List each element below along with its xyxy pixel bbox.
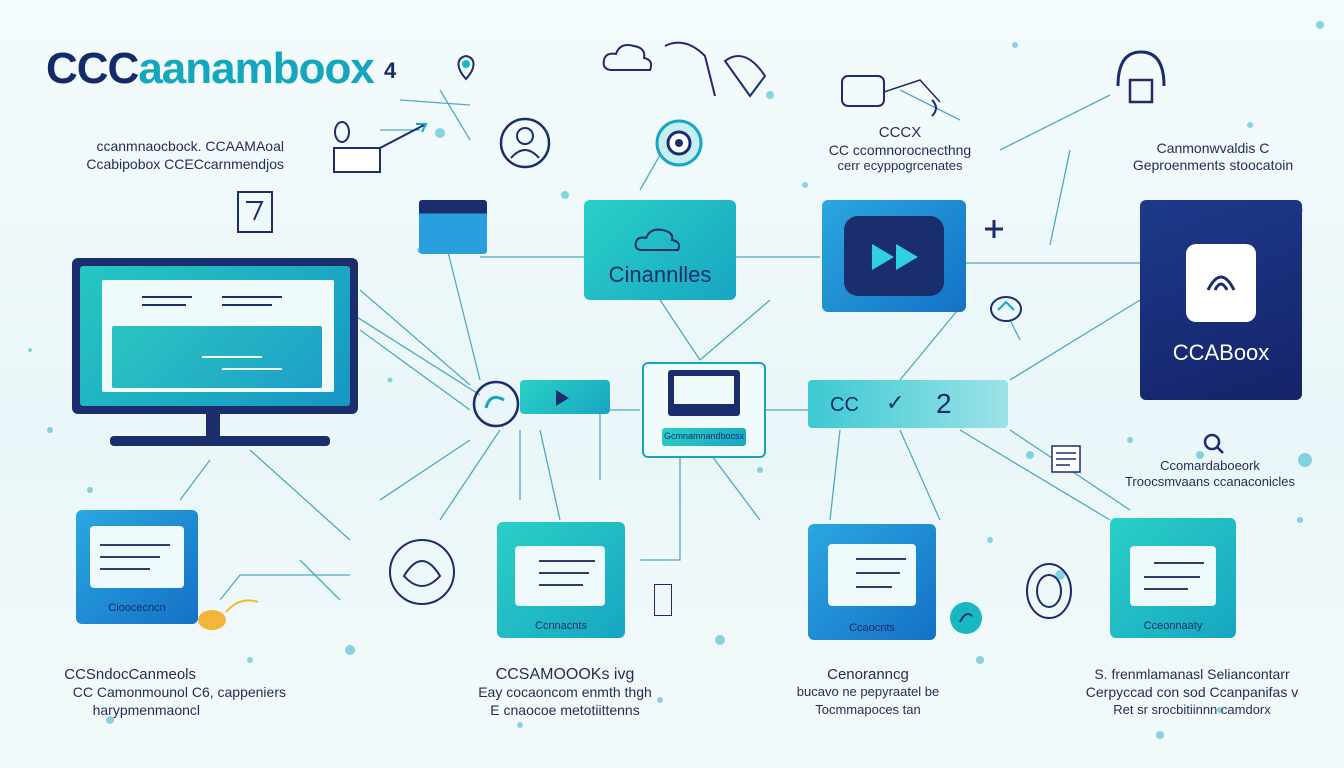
top-left-line1: ccanmnaocbock. CCAAMAoal <box>96 138 284 154</box>
monitor-screen <box>80 266 350 406</box>
card-1-label: Cioocecncn <box>108 602 166 614</box>
search-icon <box>1203 433 1224 454</box>
card-4-label: Cceonnaaty <box>1143 620 1203 632</box>
fingerprint-icon <box>1026 563 1072 619</box>
document-send-icon <box>333 121 428 173</box>
title-accent: aanamboox <box>138 44 375 93</box>
globe-hand-icon <box>389 539 455 605</box>
title-main: CCC <box>46 44 139 93</box>
card-1[interactable]: Cioocecncn <box>76 510 198 624</box>
bottom2-line2: Eay cocaoncom enmth thgh <box>478 684 652 700</box>
top-left-line2: Ccabipobox CCECcarnmendjos <box>86 156 284 172</box>
dashboard-chart <box>112 326 322 388</box>
bottom1-line1: CCSndocCanmeols <box>64 666 196 683</box>
card-icon <box>419 200 487 254</box>
bottom3-line3: Tocmmapoces tan <box>815 702 921 717</box>
card-3-screen <box>828 544 916 606</box>
card-2[interactable]: Ccnnacnts <box>497 522 625 638</box>
server-icon <box>654 584 672 616</box>
top-right-line1: Canmonwvaldis C <box>1156 140 1270 156</box>
media-box <box>822 200 966 312</box>
app-tile <box>1186 244 1256 322</box>
monitor-base <box>110 436 330 446</box>
tablet-button[interactable]: Gcmnamnandbocsx <box>662 428 746 446</box>
bottom3-line2: bucavo ne pepyraatel be <box>796 684 940 699</box>
bottom4-line3: Ret sr srocbitiinnn camdorx <box>1113 702 1271 717</box>
top-middle-line2: CC ccomnorocnecthng <box>828 142 972 158</box>
card-4-screen <box>1130 546 1216 606</box>
hand-wave-icon <box>664 41 767 98</box>
bottom3-line1: Cenoranncg <box>827 666 909 683</box>
wifi-icon <box>1206 275 1236 291</box>
cloud-box-label: Cinannlles <box>608 262 712 287</box>
user-profile-icon <box>499 117 551 169</box>
bottom4-line2: Cerpyccad con sod Ccanpanifas v <box>1085 684 1299 700</box>
card-2-label: Ccnnacnts <box>535 620 587 632</box>
brand-box-label: CCABoox <box>1172 340 1270 365</box>
bottom2-line3: E cnaocoe metotiittenns <box>490 702 640 718</box>
desktop-monitor <box>72 258 358 414</box>
refresh-circle-icon[interactable] <box>470 378 522 430</box>
right-mid-line2: Troocsmvaans ccanaconicles <box>1124 474 1296 489</box>
card-3[interactable]: Ccaocnts <box>808 524 936 640</box>
brand-box: CCABoox <box>1140 200 1302 400</box>
cloud-icon <box>602 44 653 71</box>
lock-icon <box>1116 50 1166 104</box>
bottom4-line1: S. frenmlamanasl Seliancontarr <box>1094 666 1290 682</box>
top-middle-line1: CCCX <box>878 124 922 141</box>
forward-icon-frame <box>844 216 944 296</box>
lightbulb-icon <box>198 599 259 630</box>
play-icon <box>556 390 569 406</box>
notes-icon <box>1051 445 1081 473</box>
play-pill[interactable] <box>520 380 610 414</box>
bottom1-line3: harypmenmaoncl <box>92 702 200 718</box>
tablet-label: Gcmnamnandbocsx <box>663 431 745 441</box>
right-mid-line1: Ccomardaboeork <box>1160 458 1260 473</box>
card-1-screen <box>90 526 184 588</box>
top-middle-line3: cerr ecyppogrcenates <box>837 158 963 173</box>
tablet-device: Gcmnamnandbocsx <box>642 362 766 458</box>
status-pill[interactable]: CC ✓ 2 <box>808 380 1008 428</box>
tablet-screen <box>668 370 740 416</box>
cloud-channels-box: Cinannlles <box>584 200 736 300</box>
plus-icon <box>985 220 1003 238</box>
diagram-title: CCCaanamboox <box>46 44 375 94</box>
file-icon <box>237 191 273 233</box>
chat-bubble-icon <box>990 296 1022 322</box>
card-2-screen <box>515 546 605 606</box>
bottom1-line2: CC Camonmounol C6, cappeniers <box>72 684 286 700</box>
fast-forward-icon[interactable] <box>870 242 922 272</box>
cloud-icon <box>634 228 681 251</box>
card-3-label: Ccaocnts <box>849 622 895 634</box>
check-icon: ✓ <box>886 390 905 415</box>
monitor-stand <box>206 414 220 438</box>
target-icon <box>655 119 703 167</box>
card-4[interactable]: Cceonnaaty <box>1110 518 1236 638</box>
status-pill-left: CC <box>830 394 859 416</box>
status-dot-icon <box>950 602 982 634</box>
bottom2-line1: CCSAMOOOKs ivg <box>495 666 635 683</box>
tag-icon <box>841 75 941 117</box>
location-pin-icon <box>457 54 475 81</box>
top-right-line2: Geproenments stoocatoin <box>1132 157 1294 173</box>
title-suffix: 4 <box>384 58 397 83</box>
status-pill-number: 2 <box>936 388 952 419</box>
